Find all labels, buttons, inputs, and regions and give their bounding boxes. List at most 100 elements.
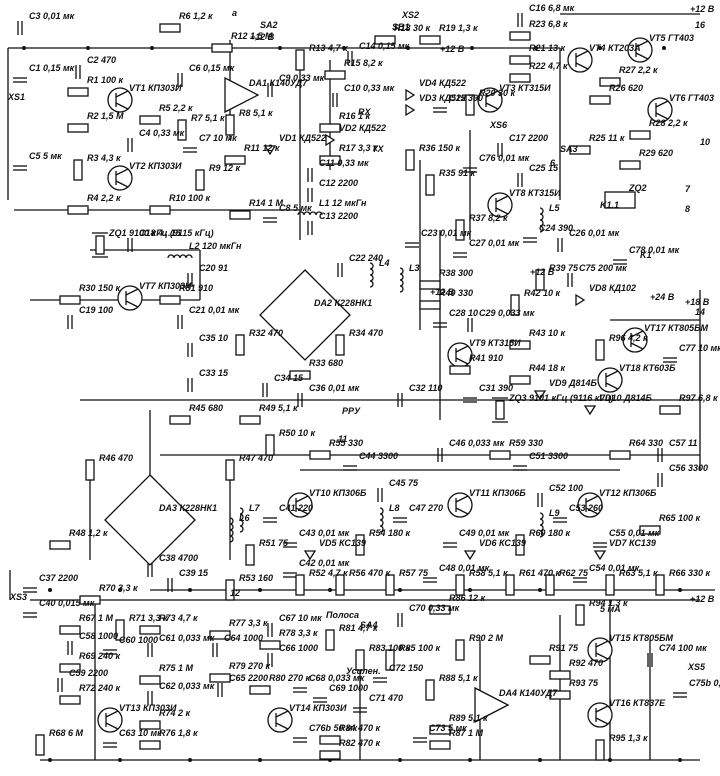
label-r52: R52 4,7 к [309, 568, 348, 578]
component-c76 [463, 167, 477, 173]
label-c74: C74 100 мк [659, 643, 707, 653]
connector-xs6: XS6 [489, 120, 508, 130]
component-c39 [167, 578, 173, 592]
label-vd1: VD1 КД522 [279, 133, 326, 143]
component-r79 [209, 673, 231, 683]
label-r81: R81 4,7 к [339, 623, 378, 633]
component-c42 [283, 572, 297, 578]
component-c78 [613, 259, 627, 265]
component-r62 [545, 574, 555, 596]
label-r42: R42 10 к [524, 288, 561, 298]
junction-dot [398, 758, 402, 762]
component-c66 [267, 653, 273, 667]
pin-14: 14 [695, 307, 705, 317]
component-r87 [429, 740, 451, 750]
component-r67 [59, 625, 81, 635]
note-1: Усилен. [346, 666, 381, 676]
component-c51 [513, 465, 527, 471]
component-r94 [575, 604, 585, 626]
label-r66: R66 330 к [669, 568, 711, 578]
component-l7 [239, 507, 244, 533]
junction-dot [22, 46, 26, 50]
label-c29: C29 0,033 мк [479, 308, 535, 318]
component-vt3 [477, 87, 503, 113]
component-r10 [149, 205, 171, 215]
component-c16 [517, 13, 523, 27]
component-r47 [225, 459, 235, 481]
label-c65: C65 2200 [229, 673, 268, 683]
junction-dot [188, 588, 192, 592]
label-r50: R50 10 к [279, 428, 316, 438]
component-r19 [419, 35, 441, 45]
power-label-0: +12 В [690, 4, 715, 14]
component-r36 [405, 149, 415, 171]
label-c3: C3 0,01 мк [29, 11, 75, 21]
label-c44: C44 3300 [359, 451, 398, 461]
label-r28: R28 2,2 к [649, 118, 688, 128]
label-r86: R86 12 к [449, 593, 486, 603]
component-r14 [229, 210, 251, 220]
label-r77: R77 3,3 к [229, 618, 268, 628]
label-vt12: VT12 КП306Б [599, 488, 657, 498]
junction-dot [398, 588, 402, 592]
switch-sa3: SA3 [560, 144, 578, 154]
label-r5: R5 2,2 к [159, 103, 193, 113]
component-r91 [529, 655, 551, 665]
component-da3 [104, 474, 196, 566]
component-r73 [139, 625, 161, 635]
label-c26: C26 0,01 мк [569, 228, 620, 238]
component-c32 [397, 393, 403, 407]
component-r65 [639, 525, 661, 535]
label-r30: R30 150 к [79, 283, 121, 293]
component-r90 [455, 639, 465, 661]
label-vt11: VT11 КП306Б [469, 488, 526, 498]
label-c27: C27 0,01 мк [469, 238, 520, 248]
component-r78 [259, 640, 281, 650]
label-c60: C60 1000 [119, 635, 158, 645]
component-c17 [497, 143, 503, 157]
component-c6 [177, 73, 183, 87]
component-r72 [59, 695, 81, 705]
component-r66 [655, 574, 665, 596]
component-c33 [187, 378, 193, 392]
label-c21: C21 0,01 мк [189, 305, 240, 315]
component-r4 [67, 205, 89, 215]
component-c2 [75, 65, 81, 79]
component-r93 [549, 690, 571, 700]
label-c23: C23 0,01 мк [421, 228, 472, 238]
label-c62: C62 0,033 мк [159, 681, 215, 691]
component-r17 [319, 155, 341, 165]
component-c75b [673, 692, 687, 698]
component-r55 [309, 450, 331, 460]
label-r84: R84 470 к [339, 723, 381, 733]
component-vt4 [567, 47, 593, 73]
label-c22: C22 240 [349, 253, 383, 263]
component-vt9 [447, 342, 473, 368]
component-r92 [549, 670, 571, 680]
label-r65: R65 100 к [659, 513, 701, 523]
component-l5 [539, 207, 544, 233]
component-da1 [224, 76, 260, 114]
label-r12: R12 1,5 M [231, 31, 273, 41]
label-c31: C31 390 [479, 383, 513, 393]
component-c73 [413, 737, 427, 743]
component-c47 [393, 517, 407, 523]
component-r76 [139, 740, 161, 750]
label-r2: R2 1,5 M [87, 111, 124, 121]
component-r97 [659, 405, 681, 415]
label-r48: R48 1,2 к [69, 528, 108, 538]
label-r39: R39 75 [549, 263, 579, 273]
component-r9 [195, 169, 205, 191]
label-r15: R15 8,2 к [344, 58, 383, 68]
component-c18 [127, 238, 133, 252]
label-r67: R67 1 M [79, 613, 114, 623]
component-vt18 [597, 367, 623, 393]
component-c19 [67, 315, 73, 329]
label-c70: C70 0,33 мк [409, 603, 460, 613]
pin-10: 10 [700, 137, 710, 147]
component-c56 [657, 473, 663, 487]
label-r29: R29 620 [639, 148, 673, 158]
component-r33 [289, 370, 311, 380]
label-r90: R90 2 M [469, 633, 504, 643]
component-r63 [605, 574, 615, 596]
